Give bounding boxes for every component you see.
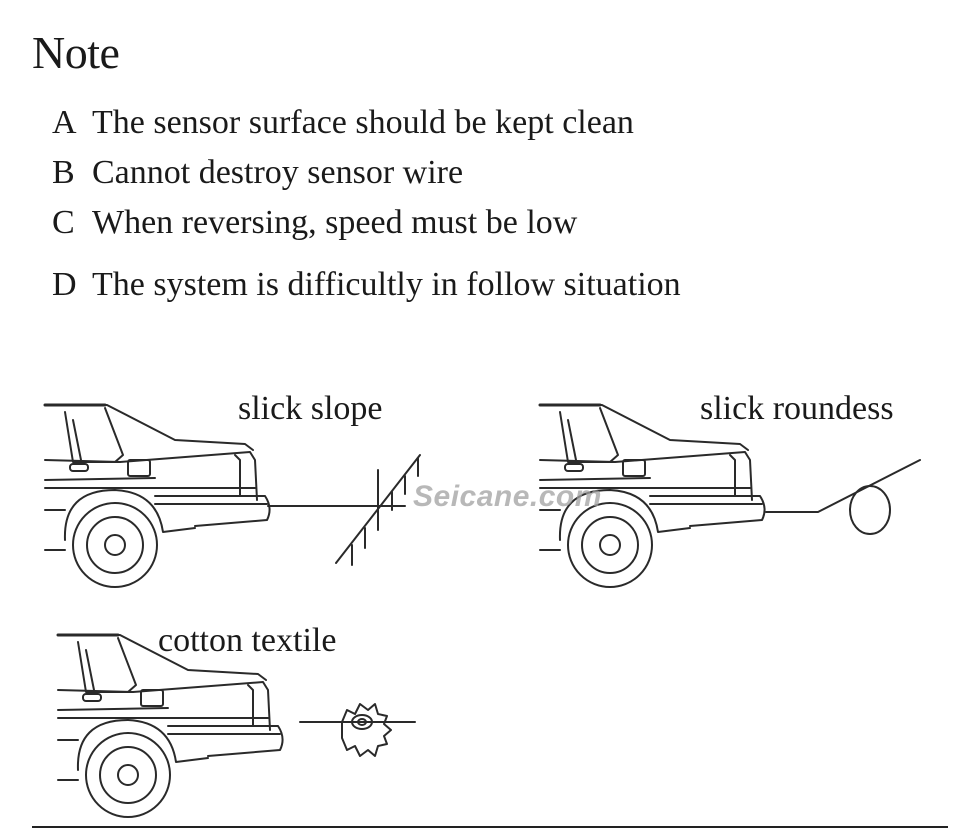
note-text: The system is difficultly in follow situ…	[92, 266, 681, 303]
caption-slick-roundess: slick roundess	[700, 390, 894, 427]
car-illustration-cotton	[56, 633, 285, 819]
note-text: When reversing, speed must be low	[92, 204, 578, 241]
note-text: The sensor surface should be kept clean	[92, 104, 634, 141]
caption-cotton-textile: cotton textile	[158, 622, 337, 659]
slick-slope-drawing	[267, 454, 421, 566]
note-item-d: D The system is difficultly in follow sit…	[52, 266, 681, 304]
note-letter: C	[52, 204, 75, 241]
note-item-b: B Cannot destroy sensor wire	[52, 154, 463, 192]
note-text: Cannot destroy sensor wire	[92, 154, 464, 191]
car-illustration-slope	[43, 403, 272, 589]
note-letter: D	[52, 266, 77, 303]
bottom-divider	[32, 826, 948, 828]
slick-roundess-drawing	[765, 459, 921, 535]
caption-slick-slope: slick slope	[238, 390, 383, 427]
cotton-textile-drawing	[299, 703, 416, 757]
note-letter: A	[52, 104, 77, 141]
note-item-a: A The sensor surface should be kept clean	[52, 104, 634, 142]
page-title: Note	[32, 27, 120, 78]
note-letter: B	[52, 154, 75, 191]
watermark-logo: Seicane.com	[413, 480, 602, 513]
note-item-c: C When reversing, speed must be low	[52, 204, 577, 242]
